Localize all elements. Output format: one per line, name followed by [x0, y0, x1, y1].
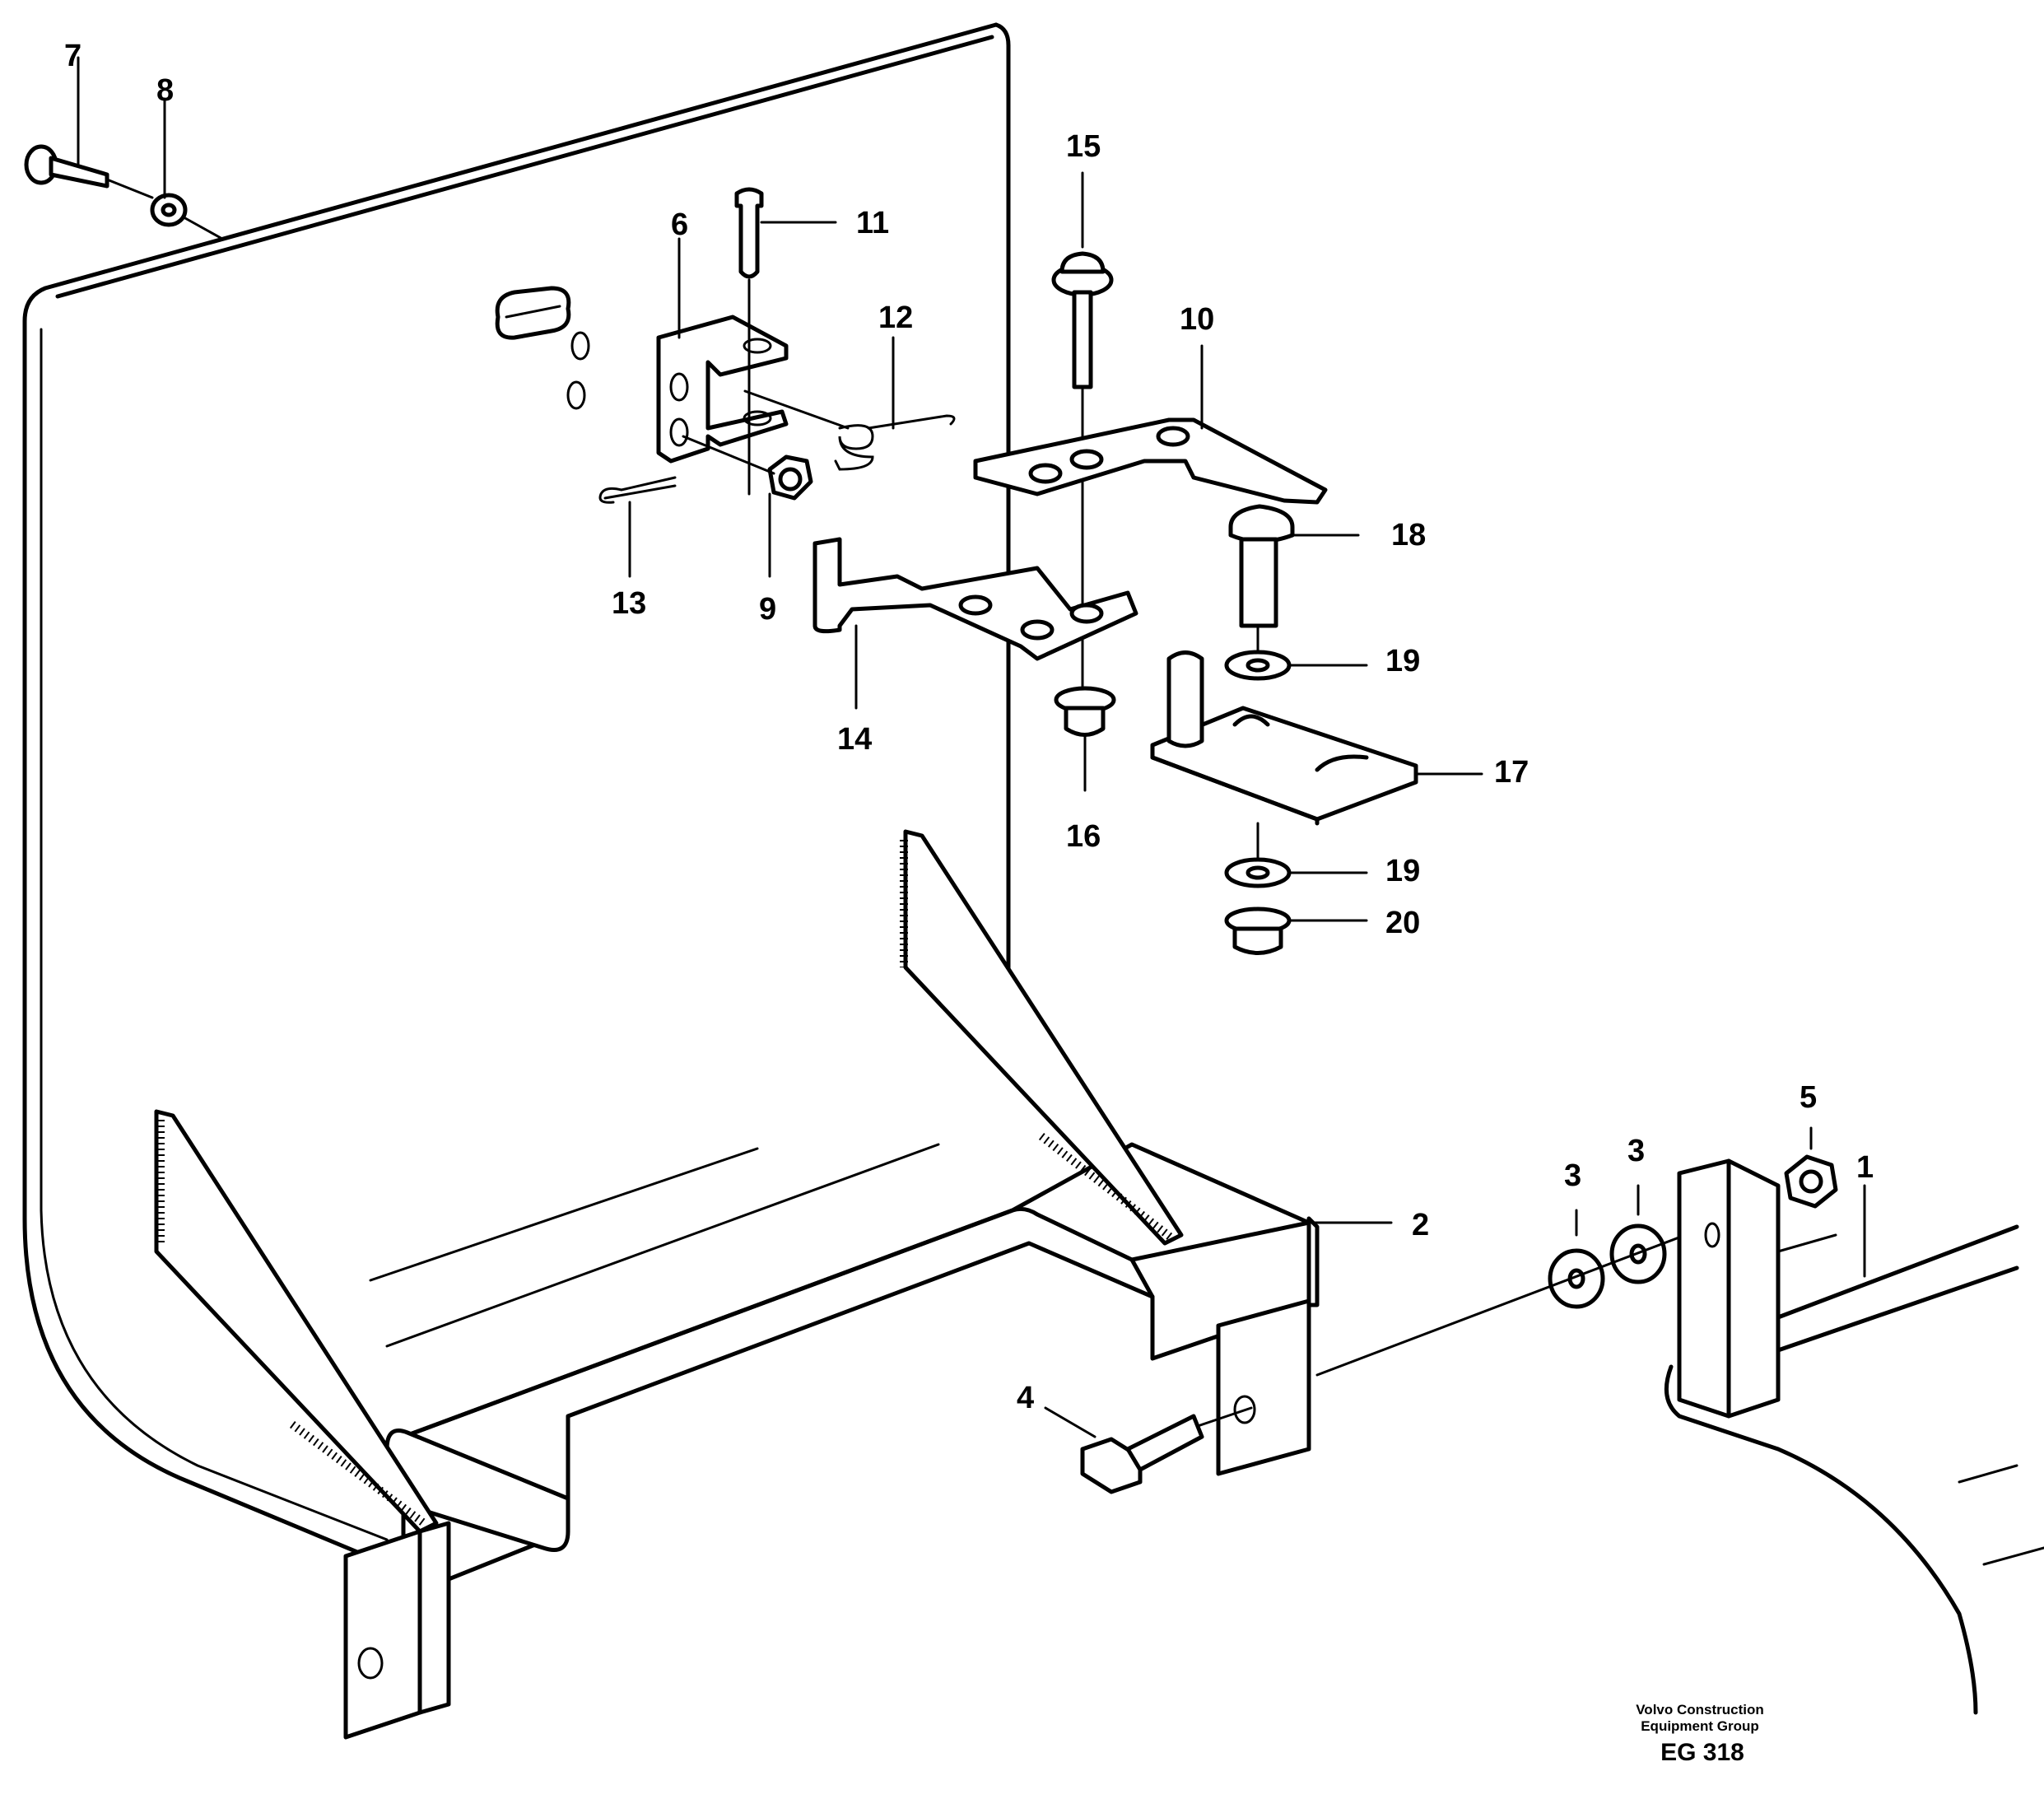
- cotter-pin: [598, 476, 677, 578]
- flange-nut-lower: [1224, 906, 1368, 955]
- label-part-1: 1: [1856, 1150, 1874, 1185]
- label-part-9: 9: [759, 592, 776, 627]
- back-plate: [22, 22, 1011, 1567]
- label-part-19a: 19: [1385, 644, 1420, 678]
- screw: [24, 56, 154, 199]
- stop-plate: [812, 537, 1138, 710]
- label-part-17: 17: [1494, 755, 1529, 790]
- label-part-4: 4: [1017, 1381, 1034, 1415]
- label-part-15: 15: [1066, 129, 1101, 164]
- flange-nut: [1054, 686, 1116, 792]
- left-diagonal-brace: [154, 1109, 439, 1534]
- label-part-10: 10: [1180, 302, 1214, 337]
- nut: [1784, 1126, 1838, 1209]
- torsion-spring: [743, 389, 956, 471]
- figure-code: EG 318: [1660, 1739, 1744, 1766]
- plate-holes: [495, 286, 590, 410]
- publisher-line-1: Volvo Construction: [1636, 1702, 1764, 1717]
- publisher-line-2: Equipment Group: [1641, 1718, 1759, 1734]
- washer-upper: [1224, 650, 1368, 681]
- washer-b: [1609, 1184, 1667, 1284]
- label-part-7: 7: [64, 39, 81, 73]
- publisher-credit: Volvo Construction Equipment Group EG 31…: [1636, 1702, 1764, 1766]
- support-frame: [343, 1142, 1320, 1740]
- label-part-3b: 3: [1627, 1134, 1645, 1168]
- washer-lower: [1224, 857, 1368, 888]
- striker-plate: [1150, 650, 1483, 870]
- hex-bolt: [1228, 504, 1360, 669]
- label-part-11: 11: [856, 206, 889, 240]
- mounting-bolt: [1044, 1406, 1253, 1494]
- label-part-19b: 19: [1385, 854, 1420, 888]
- label-part-12: 12: [878, 301, 913, 335]
- label-part-3a: 3: [1564, 1158, 1581, 1193]
- label-part-8: 8: [156, 73, 174, 108]
- leader-lines: [677, 221, 1866, 1278]
- label-part-13: 13: [612, 586, 646, 621]
- flange-bolt: [1051, 171, 1114, 710]
- label-part-14: 14: [837, 722, 872, 757]
- label-part-18: 18: [1391, 518, 1426, 552]
- latch-plate: [973, 344, 1328, 505]
- label-part-5: 5: [1800, 1080, 1817, 1115]
- lock-nut: [682, 435, 813, 578]
- machine-frame: [1664, 1158, 2044, 1715]
- label-part-20: 20: [1385, 906, 1420, 940]
- pin: [734, 187, 764, 496]
- callout-labels: 1 2 3 3 4 5 6 7 8 9 10 11 12 13 14 15 16…: [64, 39, 1874, 1415]
- hinge-bracket: [656, 315, 789, 464]
- label-part-16: 16: [1066, 819, 1101, 854]
- right-diagonal-brace: [900, 829, 1184, 1246]
- label-part-2: 2: [1412, 1208, 1429, 1242]
- washer-a: [1548, 1209, 1605, 1309]
- washer: [150, 97, 224, 240]
- assembly-line: [1315, 1217, 1730, 1377]
- label-part-6: 6: [671, 207, 688, 242]
